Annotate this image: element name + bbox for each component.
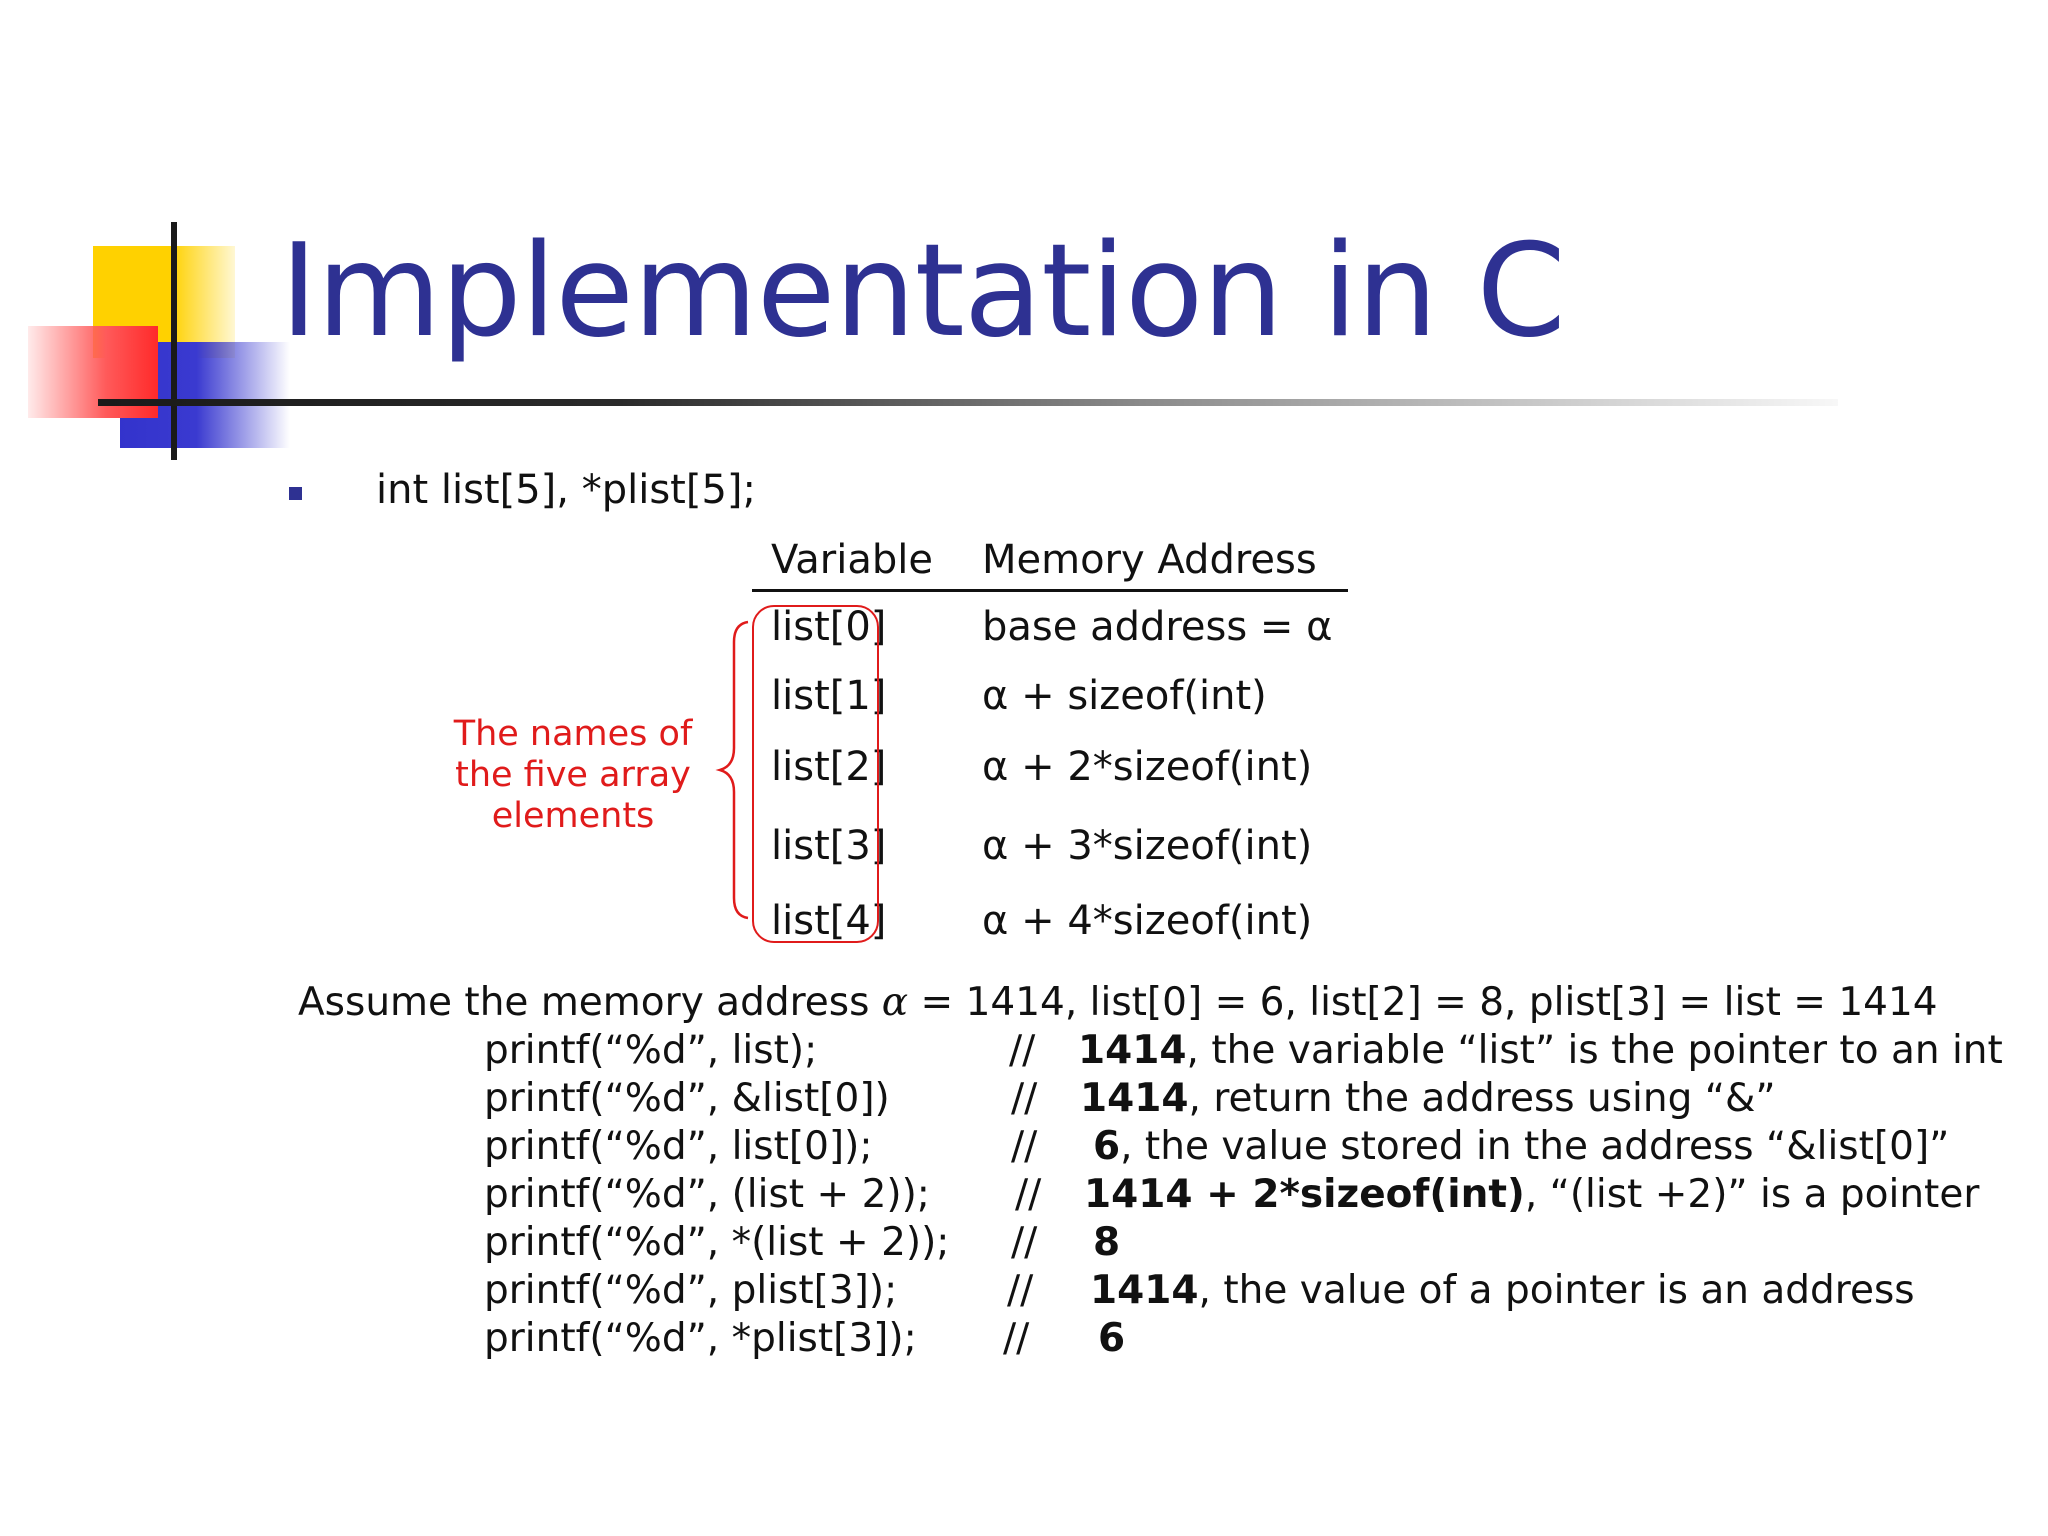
code-comment: 6 <box>1098 1316 1125 1363</box>
code-line: printf(“%d”, *plist[3]); <box>484 1316 917 1361</box>
annotation-line: the five array <box>455 755 691 795</box>
variable-highlight-box <box>752 605 879 943</box>
code-comment: 1414, the value of a pointer is an addre… <box>1090 1268 1915 1315</box>
declaration-text: int list[5], *plist[5]; <box>376 467 756 513</box>
comment-slashes: // <box>1009 1028 1036 1073</box>
table-cell-address: α + 3*sizeof(int) <box>982 823 1313 869</box>
comment-text: , the value of a pointer is an address <box>1198 1268 1915 1313</box>
assumption-suffix: = 1414, list[0] = 6, list[2] = 8, plist[… <box>908 980 1938 1025</box>
table-header-variable: Variable <box>771 537 933 583</box>
code-line: printf(“%d”, *(list + 2)); <box>484 1220 950 1265</box>
assumption-text: Assume the memory address α = 1414, list… <box>298 980 1938 1027</box>
annotation-line: elements <box>491 796 655 836</box>
table-cell-address: α + 2*sizeof(int) <box>982 744 1313 790</box>
logo-vertical-line <box>171 222 177 460</box>
comment-bold: 1414 + 2*sizeof(int) <box>1084 1172 1525 1217</box>
code-line: printf(“%d”, &list[0]) <box>484 1076 890 1121</box>
code-comment: 1414 + 2*sizeof(int), “(list +2)” is a p… <box>1084 1172 1979 1219</box>
comment-slashes: // <box>1003 1316 1030 1361</box>
table-cell-address: α + 4*sizeof(int) <box>982 898 1313 944</box>
code-line: printf(“%d”, (list + 2)); <box>484 1172 930 1217</box>
table-cell-address: base address = α <box>982 604 1333 650</box>
title-underline <box>98 399 1838 406</box>
table-header-address: Memory Address <box>982 537 1317 583</box>
comment-bold: 6 <box>1093 1124 1121 1169</box>
comment-slashes: // <box>1011 1124 1038 1169</box>
bullet-square-icon <box>289 487 302 500</box>
comment-slashes: // <box>1007 1268 1034 1313</box>
comment-text: , return the address using “&” <box>1188 1076 1776 1121</box>
table-cell-variable: list[2] <box>771 744 887 790</box>
code-comment: 8 <box>1093 1220 1120 1267</box>
comment-slashes: // <box>1011 1076 1038 1121</box>
annotation-label: The names of the five array elements <box>440 714 706 837</box>
comment-bold: 1414 <box>1090 1268 1199 1313</box>
code-comment: 1414, the variable “list” is the pointer… <box>1078 1028 2003 1075</box>
table-cell-address: α + sizeof(int) <box>982 673 1267 719</box>
annotation-line: The names of <box>453 714 693 754</box>
table-cell-variable: list[1] <box>771 673 887 719</box>
comment-bold: 8 <box>1093 1220 1121 1265</box>
code-comment: 1414, return the address using “&” <box>1080 1076 1776 1123</box>
table-cell-variable: list[3] <box>771 823 887 869</box>
curly-brace-icon <box>715 620 749 920</box>
comment-bold: 6 <box>1098 1316 1126 1361</box>
comment-bold: 1414 <box>1078 1028 1187 1073</box>
comment-text: , “(list +2)” is a pointer <box>1524 1172 1980 1217</box>
comment-slashes: // <box>1011 1220 1038 1265</box>
slide-title: Implementation in C <box>280 217 1566 366</box>
table-header-rule <box>752 589 1348 592</box>
code-line: printf(“%d”, plist[3]); <box>484 1268 898 1313</box>
code-comment: 6, the value stored in the address “&lis… <box>1093 1124 1949 1171</box>
comment-text: , the value stored in the address “&list… <box>1120 1124 1950 1169</box>
alpha-symbol: α <box>881 980 909 1025</box>
comment-slashes: // <box>1015 1172 1042 1217</box>
comment-bold: 1414 <box>1080 1076 1189 1121</box>
code-line: printf(“%d”, list); <box>484 1028 818 1073</box>
code-line: printf(“%d”, list[0]); <box>484 1124 873 1169</box>
comment-text: , the variable “list” is the pointer to … <box>1186 1028 2003 1073</box>
assumption-prefix: Assume the memory address <box>298 980 882 1025</box>
